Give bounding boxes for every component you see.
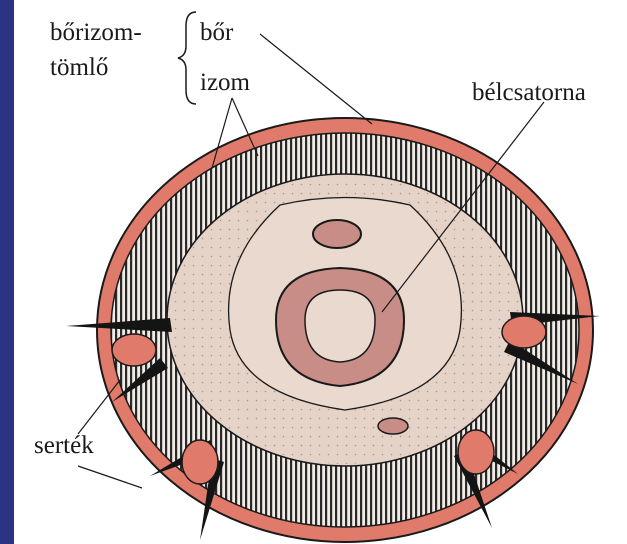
- leader-sertek-2: [78, 466, 142, 488]
- seta-sac-lower-right: [458, 430, 494, 474]
- leader-bor: [260, 34, 372, 124]
- label-izom: izom: [200, 70, 250, 95]
- label-bor: bőr: [200, 20, 233, 45]
- label-belcsatorna: bélcsatorna: [472, 80, 586, 105]
- seta-sac-left: [112, 334, 156, 366]
- label-sertek: serték: [34, 433, 94, 458]
- intestine-lumen: [305, 290, 375, 362]
- brace: [178, 12, 196, 104]
- label-borizomtomlo-line2: tömlő: [50, 55, 108, 80]
- ventral-nerve-cord: [378, 418, 408, 434]
- seta-sac-right: [502, 316, 546, 348]
- seta-sac-lower-left: [182, 440, 218, 484]
- label-borizomtomlo-line1: bőrizom-: [50, 20, 142, 45]
- dorsal-vessel: [313, 220, 361, 248]
